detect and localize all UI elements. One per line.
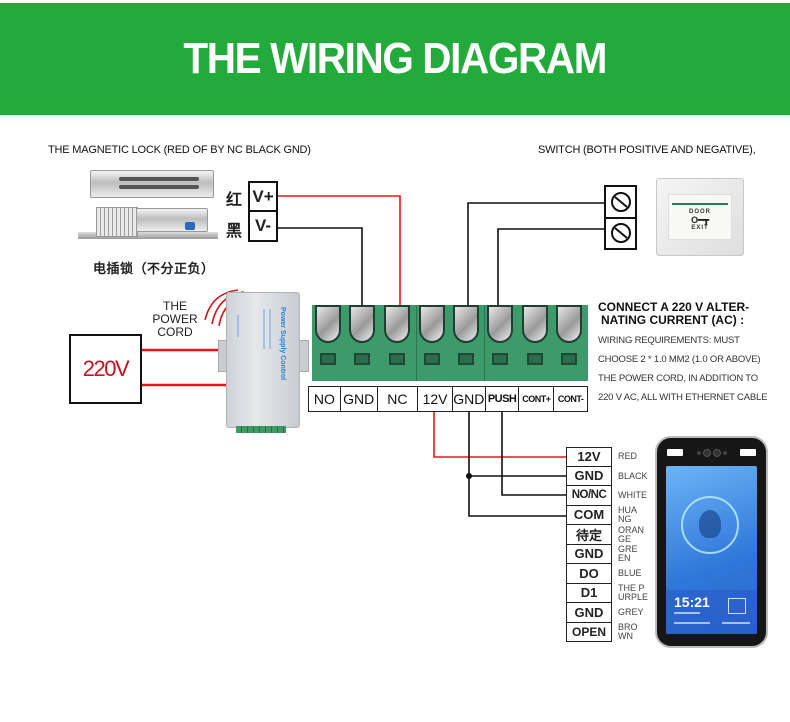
- terminal-cont-minus: CONT-: [557, 394, 584, 404]
- pin-row: OPEN BRO WN: [566, 622, 658, 642]
- lock-terminal-vplus: V+: [248, 181, 278, 212]
- wire-vplus-to-nc: [276, 195, 401, 305]
- pin-row: DO BLUE: [566, 564, 658, 584]
- user-photo-icon: [728, 598, 746, 614]
- pin-label: 12V: [566, 447, 612, 467]
- sensor-window-left: [667, 449, 683, 456]
- terminal-gnd-2: GND: [453, 387, 486, 411]
- terminal-no: NO: [309, 387, 341, 411]
- exit-button-top-text: DOOR: [689, 209, 711, 215]
- magnetic-lock-image: [90, 170, 214, 198]
- pin-row: GND GREY: [566, 603, 658, 623]
- pin-wire-color: BLACK: [618, 470, 648, 481]
- wire-vminus-to-gnd: [276, 227, 363, 305]
- status-bar: 15:21: [666, 590, 757, 634]
- pin-wire-color: WHITE: [618, 490, 647, 501]
- terminal-gnd-1: GND: [341, 387, 378, 411]
- power-cord-label: THE POWER CORD: [152, 299, 198, 339]
- terminal-strip: NO GND NC 12V GND PUSH CONT+ CONT-: [308, 386, 588, 412]
- lock-connector-icon: [185, 222, 195, 230]
- page-title: THE WIRING DIAGRAM: [183, 34, 608, 83]
- pin-wire-color: GRE EN: [618, 544, 638, 564]
- sensor-window-right: [740, 449, 756, 456]
- psu-brand-text: Power Supply Control: [279, 307, 286, 381]
- magnetic-lock-chinese-caption: 电插锁（不分正负）: [93, 261, 215, 276]
- exit-button-image: DOOR O━┳ EXIT: [656, 178, 744, 256]
- lock-terminal-vminus: V-: [248, 210, 278, 242]
- lock-black-label: 黑: [226, 223, 243, 240]
- pin-label: DO: [566, 564, 612, 584]
- wire-12v-to-reader: [433, 412, 566, 458]
- info-body-line-2: CHOOSE 2 * 1.0 MM2 (1.0 OR ABOVE): [598, 354, 761, 365]
- pin-row: GND GRE EN: [566, 544, 658, 564]
- wire-push-to-reader-nonc: [501, 412, 566, 496]
- face-scan-ring: [681, 496, 739, 554]
- psu-terminal-connector: [236, 426, 286, 433]
- pin-label: 待定: [566, 525, 612, 545]
- pin-wire-color: HUA NG: [618, 505, 637, 525]
- info-heading-line-2: NATING CURRENT (AC) :: [601, 313, 745, 327]
- info-panel: CONNECT A 220 V ALTER- NATING CURRENT (A…: [598, 301, 788, 407]
- reader-pin-table: 12V RED GND BLACK NO/NC WHITE COM HUA NG…: [566, 447, 658, 642]
- face-recognition-terminal-image: 15:21: [655, 436, 768, 648]
- pin-label: GND: [566, 544, 612, 564]
- lock-red-label: 红: [226, 192, 243, 209]
- screw-icon: [611, 192, 631, 212]
- key-icon: O━┳: [691, 215, 709, 225]
- pin-wire-color: THE P URPLE: [618, 583, 649, 603]
- pin-row: 待定 ORAN GE: [566, 525, 658, 545]
- magnetic-lock-caption: THE MAGNETIC LOCK (RED OF BY NC BLACK GN…: [48, 144, 311, 156]
- pin-row: GND BLACK: [566, 466, 658, 486]
- armature-plate-image: [78, 232, 218, 239]
- pin-label: NO/NC: [566, 486, 612, 506]
- terminal-clock: 15:21: [674, 594, 710, 610]
- info-body-line-3: THE POWER CORD, IN ADDITION TO: [598, 373, 758, 384]
- pin-row: D1 THE P URPLE: [566, 583, 658, 603]
- power-cord-wire: [204, 289, 239, 321]
- mains-220v-box: 220V: [69, 334, 142, 404]
- pin-wire-color: ORAN GE: [618, 524, 645, 544]
- terminal-12v: 12V: [418, 387, 453, 411]
- pin-row: NO/NC WHITE: [566, 486, 658, 506]
- info-heading-line-1: CONNECT A 220 V ALTER-: [598, 300, 750, 314]
- switch-terminal-block: [604, 185, 637, 250]
- terminal-cont-plus: CONT+: [519, 387, 555, 411]
- pin-label: COM: [566, 505, 612, 525]
- terminal-block-image: [312, 305, 588, 381]
- wire-switch2-to-push: [497, 228, 604, 305]
- screw-icon: [611, 223, 631, 243]
- info-body-line-4: 220 V AC, ALL WITH ETHERNET CABLE: [598, 392, 768, 403]
- pin-row: COM HUA NG: [566, 505, 658, 525]
- camera-icon: [697, 448, 727, 457]
- pin-wire-color: BLUE: [618, 568, 642, 579]
- pin-wire-color: RED: [618, 451, 638, 462]
- wire-switch1-to-gnd: [467, 202, 604, 305]
- pin-wire-color: GREY: [618, 607, 644, 618]
- pin-row: 12V RED: [566, 447, 658, 467]
- terminal-nc: NC: [378, 387, 419, 411]
- wire-gnd-to-reader-com: [468, 412, 566, 517]
- pin-label: GND: [566, 603, 612, 623]
- switch-caption: SWITCH (BOTH POSITIVE AND NEGATIVE),: [538, 144, 756, 156]
- pin-label: OPEN: [566, 622, 612, 642]
- terminal-push: PUSH: [486, 387, 520, 411]
- pin-wire-color: BRO WN: [618, 622, 638, 642]
- armature-bracket-image: [96, 207, 138, 237]
- exit-button-bottom-text: EXIT: [691, 225, 709, 231]
- face-silhouette-icon: [699, 510, 721, 538]
- terminal-screen: 15:21: [666, 466, 757, 634]
- header-banner: THE WIRING DIAGRAM: [0, 3, 790, 115]
- armature-body-image: [136, 208, 208, 232]
- info-body-line-1: WIRING REQUIREMENTS: MUST: [598, 335, 740, 346]
- pin-label: GND: [566, 466, 612, 486]
- power-supply-unit-image: Power Supply Control: [226, 292, 300, 428]
- pin-label: D1: [566, 583, 612, 603]
- wire-junction-dot: [466, 473, 472, 479]
